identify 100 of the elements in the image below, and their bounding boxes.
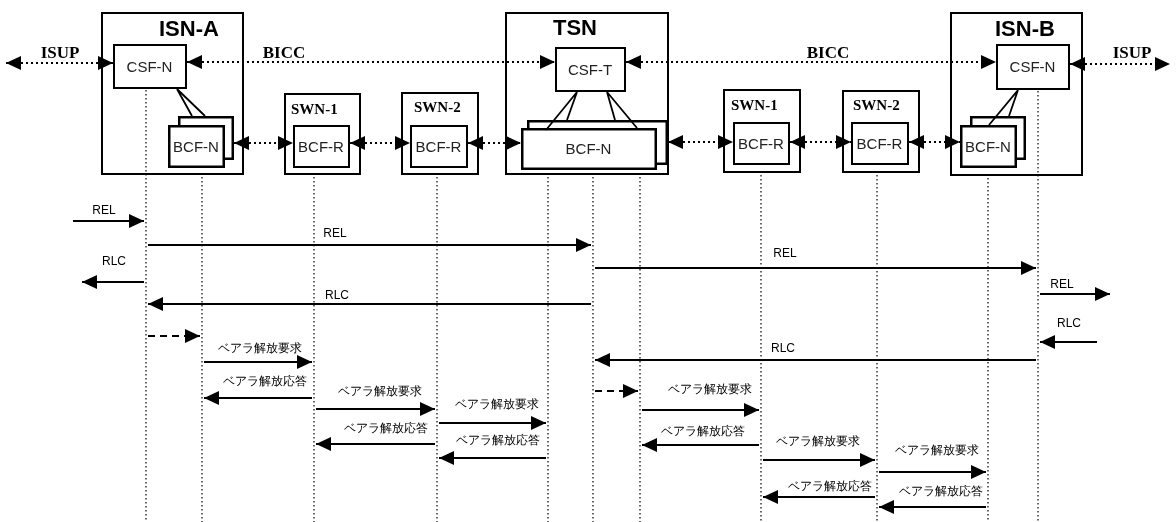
arrow	[762, 453, 876, 467]
node-box	[401, 92, 479, 175]
arrow	[878, 465, 987, 479]
box-label: CSF-N	[126, 57, 173, 75]
arrow	[908, 135, 961, 149]
arrow	[467, 136, 522, 150]
edge-label: ベアラ解放要求	[668, 383, 752, 395]
connector-line	[988, 89, 1019, 126]
lifeline	[144, 90, 148, 522]
arrow	[72, 214, 145, 228]
arrow	[147, 297, 592, 311]
node-title: ISN-B	[995, 18, 1055, 40]
arrow	[5, 56, 114, 70]
edge-label: ベアラ解放要求	[338, 385, 422, 397]
node-title: ISN-A	[159, 18, 219, 40]
box-label: BCF-R	[738, 134, 784, 152]
stacked-box	[959, 115, 1026, 168]
arrow	[315, 402, 436, 416]
node-box	[101, 12, 244, 175]
arrow	[349, 136, 411, 150]
arrow	[594, 261, 1037, 275]
edge-label: REL	[323, 227, 347, 239]
arrow	[203, 391, 313, 405]
edge-label: ベアラ解放応答	[456, 434, 540, 446]
edge-label: REL	[92, 204, 116, 216]
box-label: BCF-N	[172, 136, 220, 157]
arrow	[762, 490, 876, 504]
node-box	[732, 121, 790, 165]
arrow	[233, 136, 294, 150]
arrow	[1039, 287, 1111, 301]
edge-label: REL	[1050, 278, 1074, 290]
arrow	[147, 238, 592, 252]
edge-label: ベアラ解放応答	[899, 485, 983, 497]
arrow	[186, 55, 556, 69]
arrow	[438, 451, 547, 465]
edge-label: RLC	[102, 255, 126, 267]
arrow	[81, 275, 145, 289]
edge-label: RLC	[1057, 317, 1081, 329]
lifeline	[591, 177, 595, 522]
edge-label: RLC	[325, 289, 349, 301]
lifeline	[312, 177, 316, 522]
lifeline	[759, 175, 763, 522]
lifeline	[875, 175, 879, 522]
box-label: BCF-N	[964, 136, 1012, 157]
lifeline	[1036, 91, 1040, 522]
edge-label: ベアラ解放応答	[788, 480, 872, 492]
arrow	[1069, 57, 1171, 71]
arrow	[147, 329, 201, 343]
arrow	[625, 55, 997, 69]
edge-label: ベアラ解放要求	[895, 444, 979, 456]
lifeline	[200, 177, 204, 522]
lifeline	[546, 177, 550, 522]
node-box	[112, 43, 187, 89]
arrow	[203, 355, 313, 369]
box-label: BCF-R	[856, 134, 903, 152]
edge-label: ベアラ解放応答	[661, 425, 745, 437]
arrow	[438, 416, 547, 430]
node-box	[842, 90, 920, 173]
box-label: CSF-N	[1009, 58, 1056, 75]
edge-label: ベアラ解放応答	[344, 422, 428, 434]
arrow	[878, 500, 987, 514]
stacked-box	[520, 119, 668, 170]
node-box	[950, 12, 1083, 176]
node-title: SWN-2	[414, 100, 461, 115]
arrow	[667, 135, 734, 149]
node-box	[284, 93, 361, 175]
node-box	[505, 12, 669, 175]
node-title: SWN-1	[291, 102, 338, 117]
arrow	[594, 353, 1037, 367]
node-box	[292, 124, 350, 168]
lifeline	[986, 178, 990, 522]
node-title: SWN-2	[853, 98, 900, 113]
node-box	[850, 121, 909, 165]
lifeline	[638, 177, 642, 522]
edge-label: ベアラ解放要求	[776, 435, 860, 447]
arrow	[594, 384, 639, 398]
edge-label: RLC	[771, 342, 795, 354]
lifeline	[435, 177, 439, 522]
box-label: BCF-R	[298, 137, 344, 155]
edge-label: ベアラ解放要求	[455, 398, 539, 410]
node-box	[554, 46, 626, 92]
node-title: SWN-1	[731, 98, 778, 113]
arrow	[1039, 335, 1098, 349]
node-box	[995, 43, 1070, 90]
edge-label: REL	[773, 247, 797, 259]
box-label: BCF-N	[564, 139, 613, 159]
box-label: CSF-T	[567, 60, 613, 78]
box-label: BCF-R	[415, 137, 462, 155]
node-box	[723, 89, 801, 173]
arrow	[641, 403, 760, 417]
stacked-box	[167, 115, 234, 168]
arrow	[315, 437, 436, 451]
connector-line	[176, 88, 206, 117]
connector-line	[545, 91, 638, 131]
arrow	[641, 438, 760, 452]
node-box	[409, 124, 468, 168]
node-title: TSN	[553, 17, 597, 39]
edge-label: ベアラ解放要求	[218, 342, 302, 354]
arrow	[789, 135, 852, 149]
edge-label: ベアラ解放応答	[223, 375, 307, 387]
